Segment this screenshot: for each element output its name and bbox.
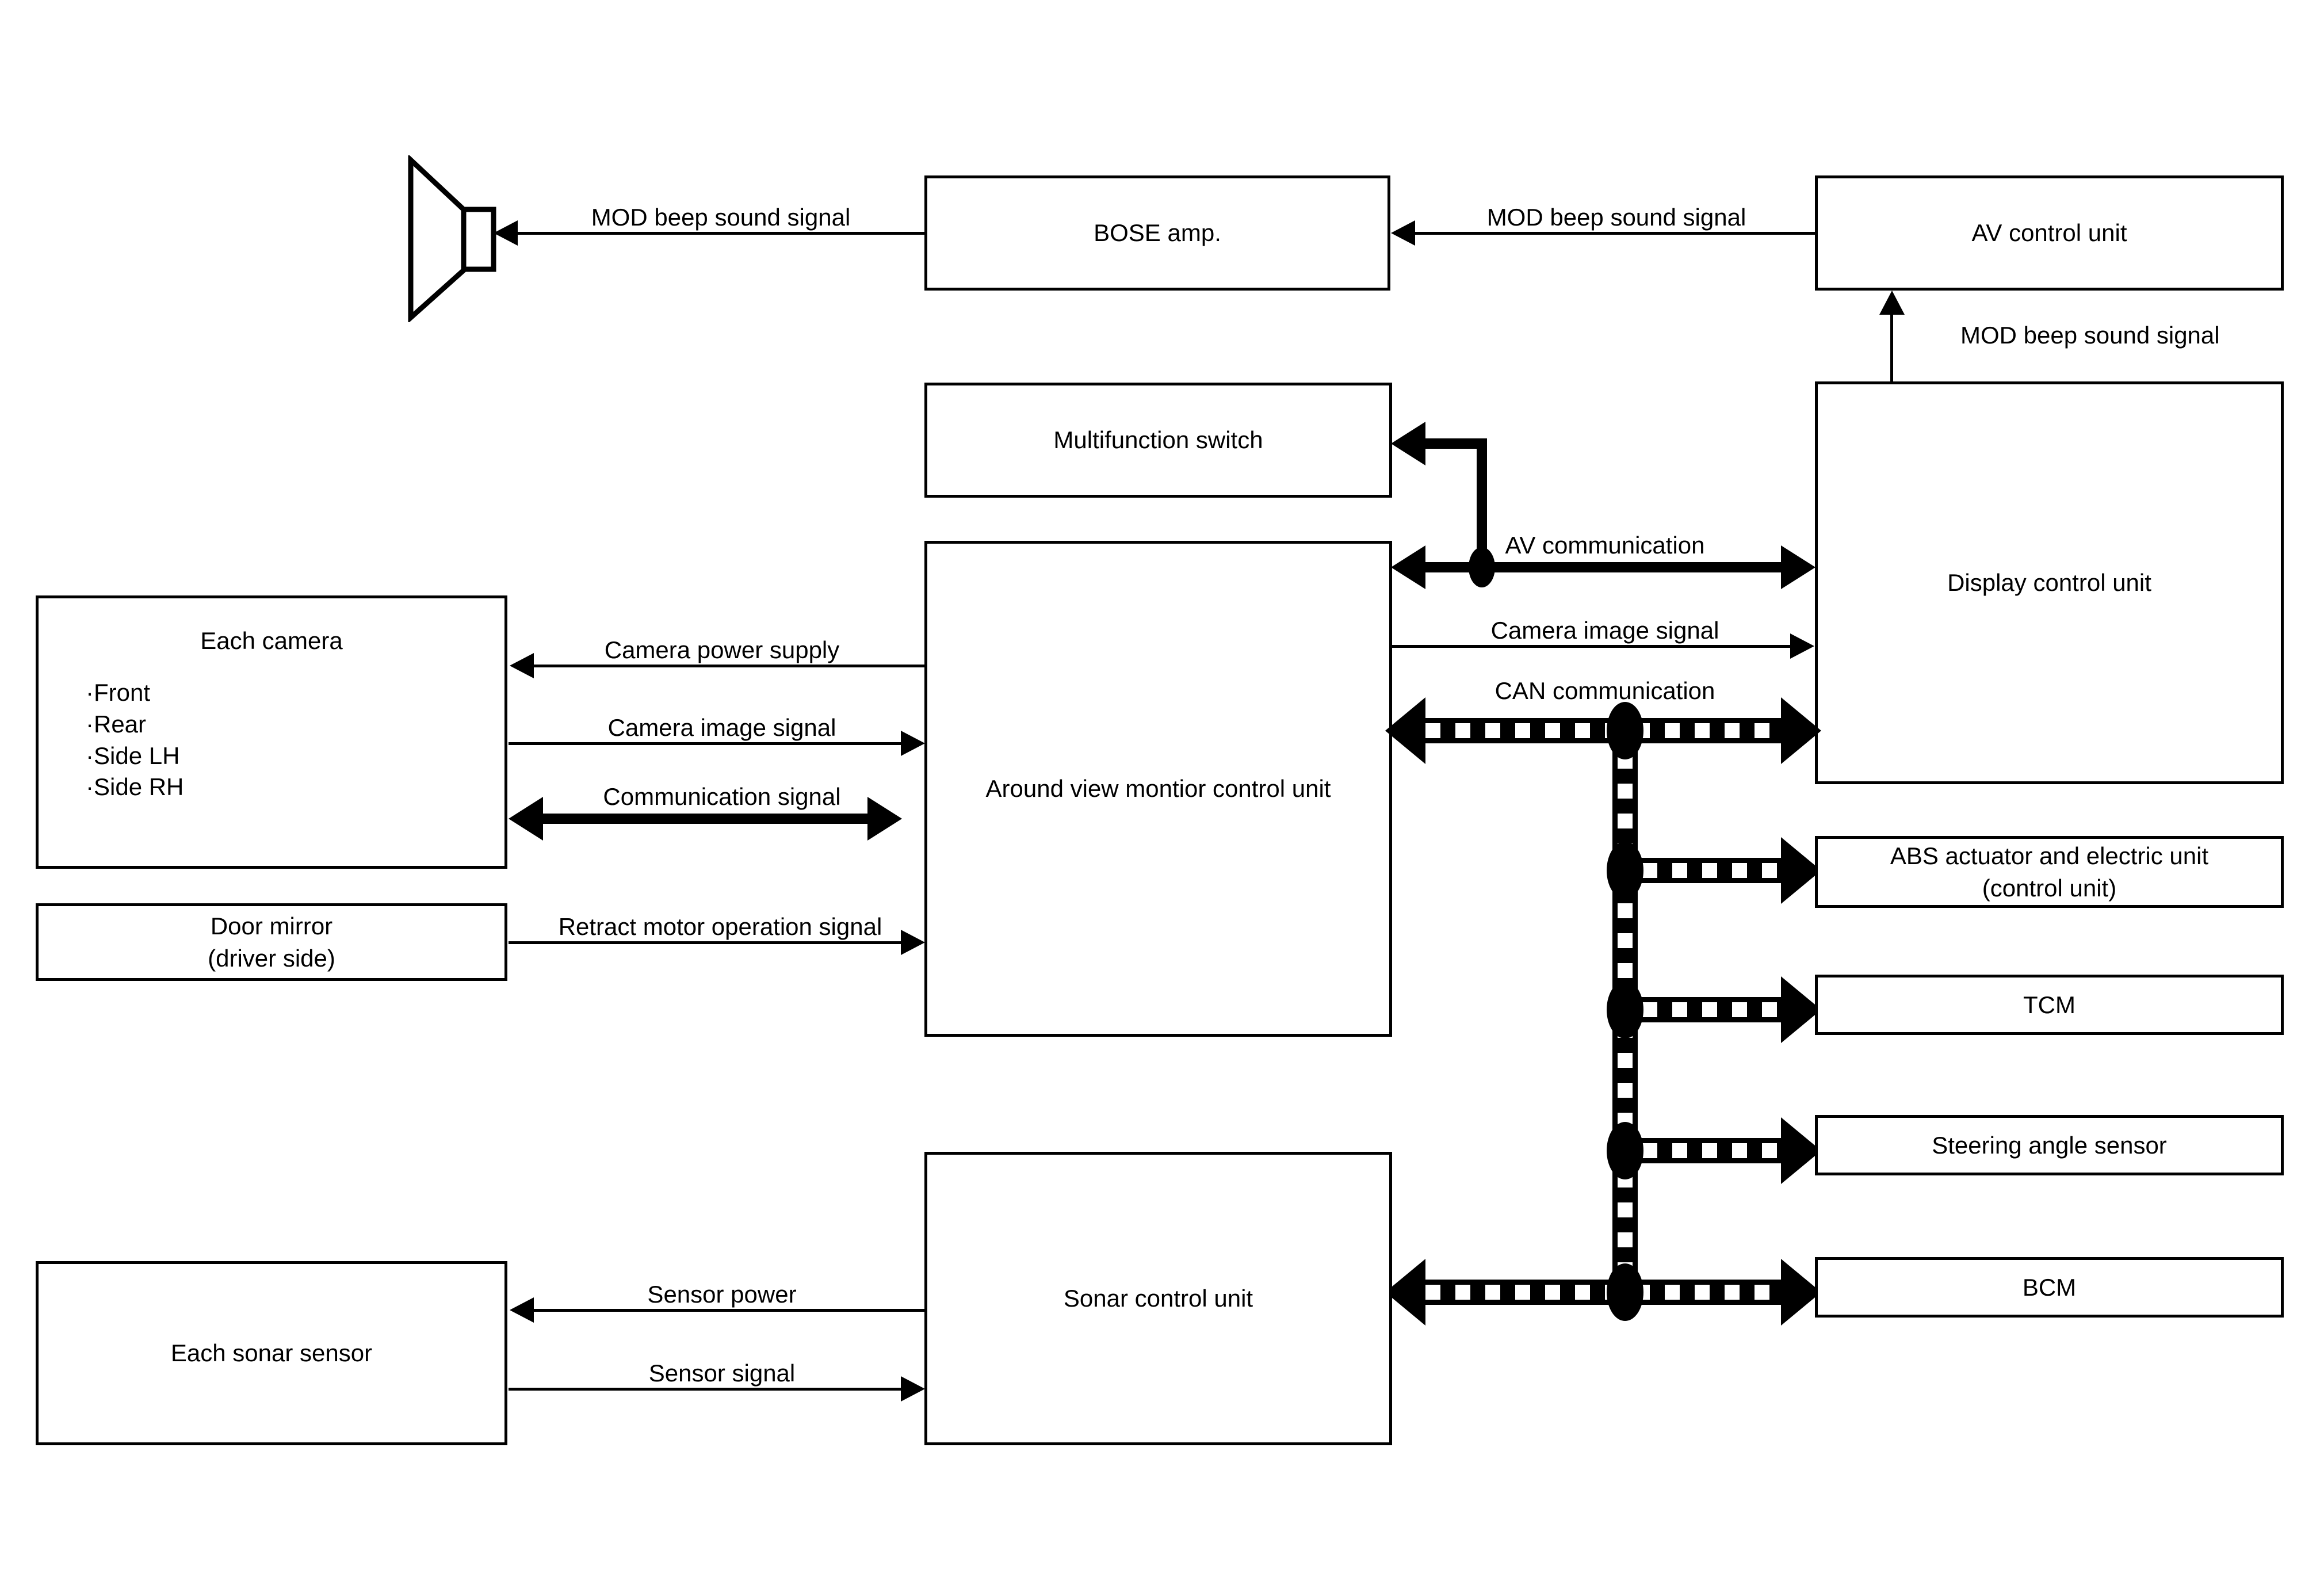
bcm-box[interactable]: BCM bbox=[1815, 1257, 2284, 1318]
tcm-box[interactable]: TCM bbox=[1815, 975, 2284, 1035]
av-control-unit-label: AV control unit bbox=[1971, 219, 2127, 247]
camera-image-signal-label: Camera image signal bbox=[607, 714, 836, 741]
abs-actuator-label-line1: ABS actuator and electric unit bbox=[1890, 842, 2209, 870]
mod-beep-display-av-line bbox=[1890, 314, 1893, 383]
abs-actuator-label-line2: (control unit) bbox=[1982, 874, 2117, 902]
can-branch-tcm-arrowhead bbox=[1781, 976, 1821, 1043]
sonar-control-unit-label: Sonar control unit bbox=[1063, 1285, 1253, 1312]
sensor-signal-arrowhead bbox=[901, 1376, 925, 1402]
sensor-power-label: Sensor power bbox=[647, 1281, 797, 1308]
can-branch-display-line bbox=[1425, 718, 1782, 743]
mod-beep-av-bose-label: MOD beep sound signal bbox=[1486, 204, 1746, 231]
can-node-steering bbox=[1607, 1122, 1643, 1179]
communication-signal-label: Communication signal bbox=[603, 783, 841, 810]
mod-beep-display-av-label: MOD beep sound signal bbox=[1960, 322, 2220, 349]
retract-motor-label: Retract motor operation signal bbox=[558, 913, 882, 940]
can-branch-bcm-line bbox=[1425, 1280, 1782, 1305]
multifunction-switch-label: Multifunction switch bbox=[1053, 426, 1263, 454]
retract-motor-line bbox=[509, 941, 902, 944]
steering-angle-sensor-box[interactable]: Steering angle sensor bbox=[1815, 1115, 2284, 1175]
mod-beep-speaker-label: MOD beep sound signal bbox=[591, 204, 851, 231]
camera-power-supply-arrowhead bbox=[510, 653, 534, 678]
can-node-abs bbox=[1607, 842, 1643, 899]
bcm-label: BCM bbox=[2022, 1273, 2077, 1301]
each-camera-title: Each camera bbox=[200, 627, 343, 654]
each-sonar-sensor-label: Each sonar sensor bbox=[170, 1339, 373, 1367]
bose-amp-box[interactable]: BOSE amp. bbox=[924, 175, 1390, 291]
each-sonar-sensor-box[interactable]: Each sonar sensor bbox=[36, 1261, 507, 1445]
av-control-unit-box[interactable]: AV control unit bbox=[1815, 175, 2284, 291]
can-node-bcm bbox=[1607, 1263, 1643, 1321]
can-branch-abs-arrowhead bbox=[1781, 837, 1821, 904]
sensor-signal-line bbox=[509, 1388, 901, 1391]
can-branch-bcm-arrowhead-right bbox=[1781, 1259, 1821, 1326]
display-control-unit-box[interactable]: Display control unit bbox=[1815, 381, 2284, 784]
camera-item-rear: ·Rear bbox=[86, 711, 147, 738]
can-node-tcm bbox=[1607, 981, 1643, 1038]
camera-item-side-lh: ·Side LH bbox=[86, 742, 180, 769]
av-communication-arrowhead-right bbox=[1781, 545, 1815, 589]
av-communication-arrowhead-left bbox=[1391, 545, 1425, 589]
camera-image-signal-line bbox=[509, 742, 901, 745]
camera-power-supply-line bbox=[534, 665, 926, 667]
door-mirror-box[interactable]: Door mirror (driver side) bbox=[36, 903, 507, 981]
steering-angle-sensor-label: Steering angle sensor bbox=[1932, 1131, 2167, 1159]
mod-beep-speaker-arrowhead bbox=[494, 220, 518, 246]
av-communication-branch-arrowhead bbox=[1391, 422, 1425, 465]
av-communication-label: AV communication bbox=[1505, 532, 1705, 559]
av-communication-branch-vertical bbox=[1477, 438, 1487, 565]
mod-beep-speaker-line bbox=[518, 232, 925, 235]
tcm-label: TCM bbox=[2023, 991, 2075, 1018]
abs-actuator-box[interactable]: ABS actuator and electric unit (control … bbox=[1815, 836, 2284, 908]
sensor-power-arrowhead bbox=[510, 1297, 534, 1323]
av-communication-line bbox=[1425, 562, 1782, 572]
sensor-power-line bbox=[534, 1309, 926, 1312]
each-camera-box[interactable]: Each camera ·Front ·Rear ·Side LH ·Side … bbox=[36, 595, 507, 869]
can-branch-steering-arrowhead bbox=[1781, 1117, 1821, 1184]
camera-image-to-display-line bbox=[1392, 645, 1791, 648]
door-mirror-label-line2: (driver side) bbox=[208, 944, 335, 972]
bose-amp-label: BOSE amp. bbox=[1094, 219, 1221, 247]
camera-image-signal-arrowhead bbox=[901, 731, 925, 756]
mod-beep-av-bose-line bbox=[1415, 232, 1815, 235]
each-camera-list: ·Front ·Rear ·Side LH ·Side RH bbox=[86, 677, 504, 803]
can-branch-display-arrowhead-right bbox=[1781, 697, 1821, 764]
avm-control-unit-label: Around view montior control unit bbox=[985, 775, 1331, 803]
av-communication-branch-horizontal bbox=[1425, 438, 1482, 449]
speaker-icon bbox=[408, 155, 496, 322]
sensor-signal-label: Sensor signal bbox=[648, 1360, 796, 1387]
camera-image-to-display-arrowhead bbox=[1790, 633, 1814, 659]
mod-beep-display-av-arrowhead bbox=[1879, 291, 1905, 315]
communication-signal-arrowhead-right bbox=[867, 797, 902, 841]
camera-item-front: ·Front bbox=[86, 679, 151, 707]
camera-power-supply-label: Camera power supply bbox=[604, 636, 840, 663]
camera-image-to-display-label: Camera image signal bbox=[1490, 617, 1719, 644]
avm-control-unit-box[interactable]: Around view montior control unit bbox=[924, 541, 1392, 1037]
sonar-control-unit-box[interactable]: Sonar control unit bbox=[924, 1152, 1392, 1445]
communication-signal-line bbox=[543, 814, 869, 824]
can-branch-display-arrowhead-left bbox=[1385, 697, 1425, 764]
can-node-display bbox=[1607, 702, 1643, 759]
door-mirror-label-line1: Door mirror bbox=[210, 912, 333, 940]
camera-item-side-rh: ·Side RH bbox=[86, 773, 184, 801]
communication-signal-arrowhead-left bbox=[509, 797, 543, 841]
display-control-unit-label: Display control unit bbox=[1947, 569, 2151, 597]
can-communication-label: CAN communication bbox=[1494, 677, 1715, 704]
mod-beep-av-bose-arrowhead bbox=[1391, 220, 1415, 246]
multifunction-switch-box[interactable]: Multifunction switch bbox=[924, 383, 1392, 498]
retract-motor-arrowhead bbox=[901, 930, 925, 955]
